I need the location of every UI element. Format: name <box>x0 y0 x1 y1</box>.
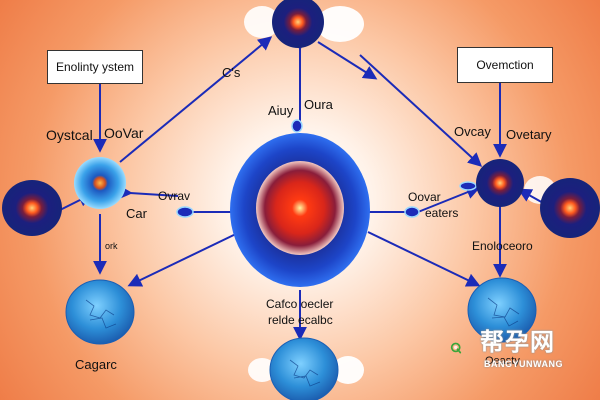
cell-texture <box>293 375 321 387</box>
left-light-cell <box>74 157 126 209</box>
label-car: Car <box>126 206 147 221</box>
label-oovar-left: OoVar <box>104 125 144 141</box>
highlight-blob <box>248 358 276 382</box>
ovemction-box: Ovemction <box>457 47 553 83</box>
cell-texture <box>491 316 519 327</box>
watermark-text: 帮孕网 <box>480 328 555 356</box>
cell-texture <box>89 317 117 329</box>
cell-texture <box>289 359 319 379</box>
label-oeasty: Oeasty <box>485 355 520 367</box>
cell-texture <box>487 297 520 318</box>
label-ovetary: Ovetary <box>506 127 552 142</box>
highlight-blob <box>332 356 364 384</box>
right-edge-cell <box>540 178 600 238</box>
enolinty-ystem-box: Enolinty ystem <box>47 50 143 84</box>
label-oystcal: Oystcal <box>46 127 93 143</box>
watermark-logo <box>450 342 462 354</box>
label-ovcay: Ovcay <box>454 124 491 139</box>
label-enoloceoro: Enoloceoro <box>472 239 533 253</box>
label-cs: C's <box>222 65 241 80</box>
connector-node <box>459 181 477 191</box>
label-oovar-right: Oovar <box>408 190 441 204</box>
central-nucleus <box>256 161 344 255</box>
cell-texture <box>85 299 115 319</box>
label-eaters: eaters <box>425 206 459 220</box>
top-cell <box>272 0 324 48</box>
watermark-subtext: BANGYUNWANG <box>484 359 563 369</box>
arrow-center-to-left-bottom <box>127 231 241 287</box>
arrow-left-to-top <box>119 36 273 163</box>
arrow-right-horizontal <box>417 185 481 213</box>
right-dark-cell <box>476 159 524 207</box>
highlight-blob <box>316 6 364 42</box>
arrow-center-to-right-bottom <box>367 231 481 287</box>
connector-node <box>176 206 194 218</box>
label-cagarc: Cagarc <box>75 357 117 372</box>
center-bottom-cell <box>269 337 339 400</box>
label-aiuy: Aiuy <box>268 103 294 118</box>
right-bottom-cell <box>467 277 537 343</box>
label-cafco-oecler: Cafco oecler <box>266 297 334 311</box>
arrow-top-to-right <box>317 41 378 80</box>
left-edge-cell <box>2 180 62 236</box>
label-ovrav: Ovrav <box>158 189 191 203</box>
connector-node <box>404 206 420 218</box>
label-oura: Oura <box>304 97 333 112</box>
arrow-to-right-cell <box>359 54 483 167</box>
label-relde-ecalbc: relde ecalbc <box>268 313 333 327</box>
label-ork: ork <box>105 241 118 251</box>
left-bottom-cell <box>65 279 135 345</box>
highlight-blob <box>244 6 280 38</box>
connector-node <box>291 119 303 133</box>
arrow-center-to-left <box>118 185 179 200</box>
